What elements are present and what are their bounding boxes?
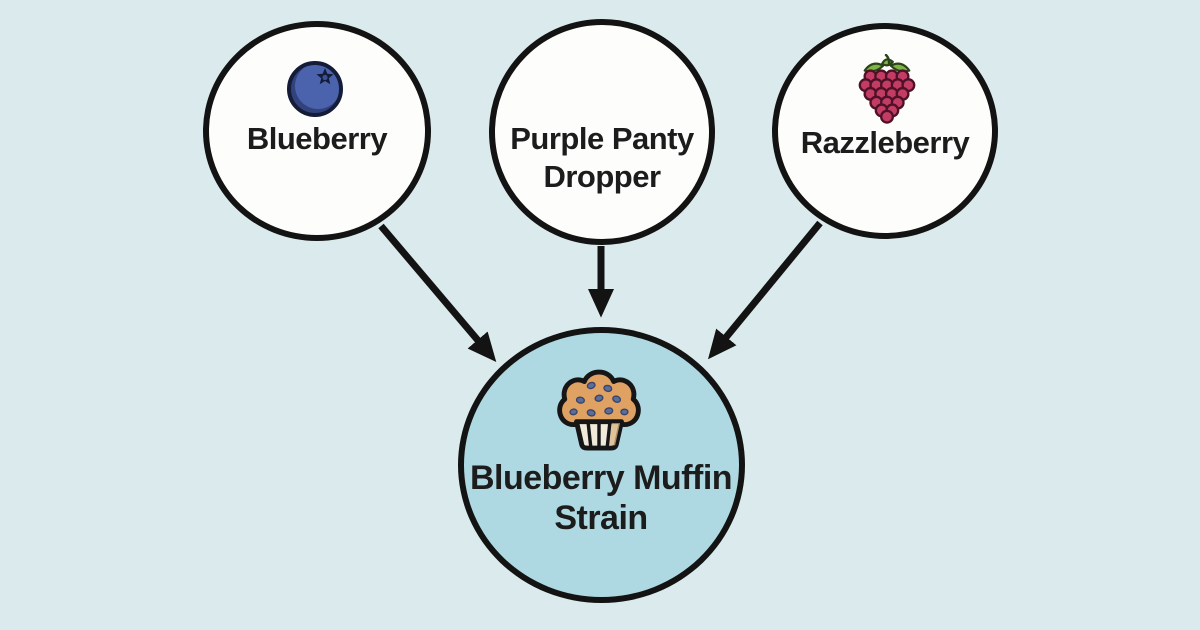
muffin-icon	[557, 369, 641, 451]
node-purple-panty-dropper	[489, 19, 715, 245]
arrow-blueberry-to-muffin	[378, 223, 497, 363]
blueberry-icon	[287, 61, 343, 117]
node-blueberry	[203, 21, 431, 241]
node-razzleberry-label: Razzleberry	[800, 125, 970, 160]
arrow-razzleberry-to-muffin	[707, 220, 823, 360]
node-purple-panty-dropper-label: Purple Panty Dropper	[510, 121, 694, 194]
node-blueberry-muffin-label: Blueberry Muffin Strain	[469, 459, 733, 537]
raspberry-icon	[858, 54, 916, 124]
node-blueberry-label: Blueberry	[246, 121, 388, 156]
